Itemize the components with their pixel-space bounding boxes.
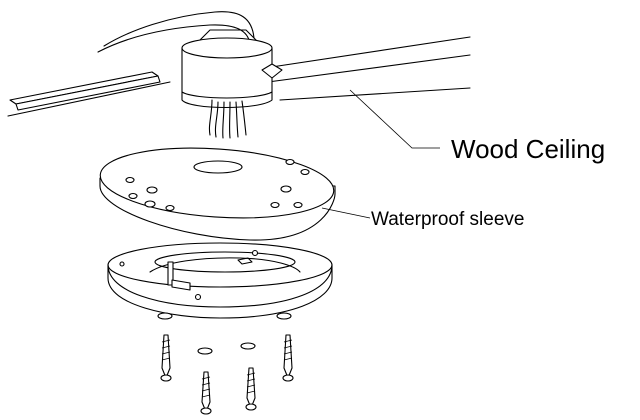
wood-ceiling-beams [7,36,471,117]
waterproof-sleeve [99,147,336,241]
screw [160,334,172,382]
wood-ceiling-label: Wood Ceiling [451,134,605,164]
wires [208,99,247,139]
screw [245,367,257,411]
wood-ceiling-leader [349,89,440,149]
screw [200,371,212,415]
waterproof-sleeve-label: Waterproof sleeve [371,209,524,230]
screw [282,334,294,382]
mounting-ring [107,242,333,319]
power-cables [97,11,255,53]
junction-box [181,29,283,109]
wall-anchors [157,312,292,355]
screws [160,334,294,415]
waterproof-sleeve-leader [321,207,371,219]
